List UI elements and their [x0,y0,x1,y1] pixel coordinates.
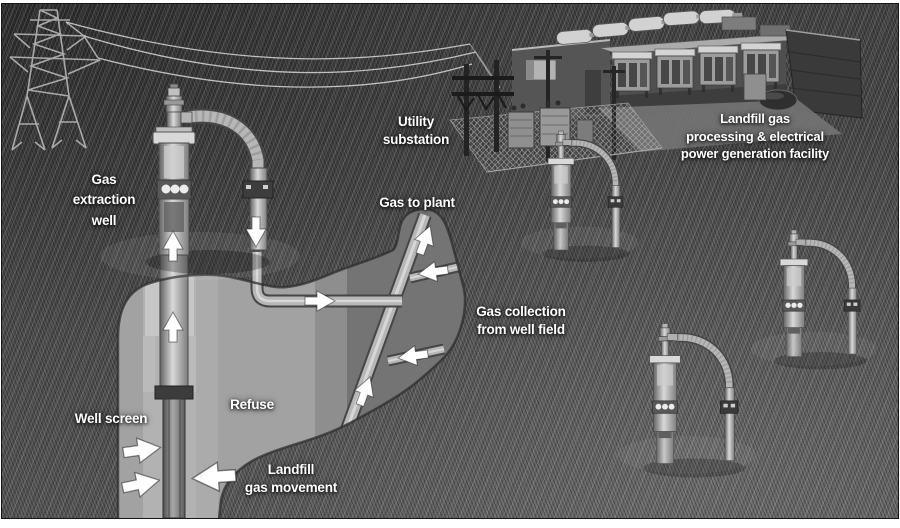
label-utility-substation: Utility substation [382,114,450,148]
label-well-screen: Well screen [74,411,148,426]
label-gas-extraction-well: Gas extraction well [72,172,136,228]
label-refuse: Refuse [230,397,274,412]
processing-facility-icon [511,8,863,160]
label-gas-to-plant: Gas to plant [379,195,455,210]
power-lines-icon [65,21,501,89]
gas-well-right [751,230,876,369]
transmission-tower-icon [9,9,101,151]
illustration-area [1,3,899,519]
label-landfill-gas-movement: Landfill gas movement [244,462,338,496]
label-processing-facility: Landfill gas processing & electrical pow… [680,111,830,162]
gas-well-bottom [618,324,757,478]
diagram-artwork [9,8,898,518]
label-gas-collection: Gas collection from well field [476,304,566,338]
